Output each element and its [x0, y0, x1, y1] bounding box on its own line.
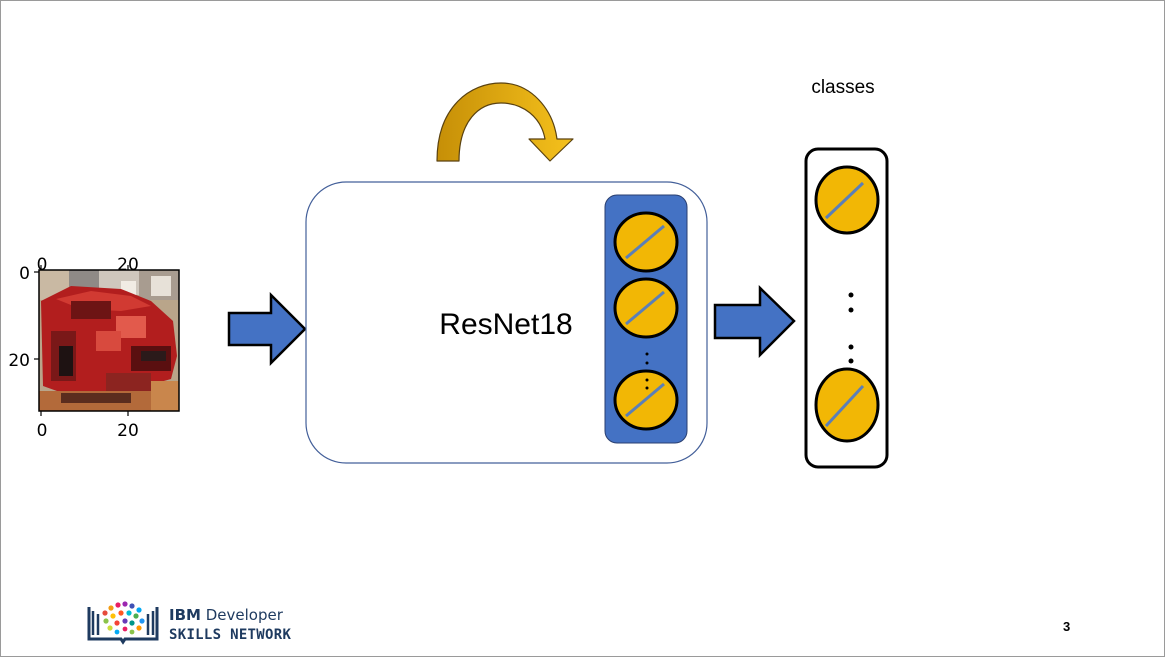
arrow-to-classes — [713, 285, 796, 359]
class-neuron-icon — [814, 165, 880, 235]
class-neurons — [814, 165, 880, 443]
neuron-icon — [613, 369, 679, 431]
x-tick-bottom-0: 0 — [37, 421, 48, 441]
curved-arrow-icon — [436, 82, 574, 162]
class-neuron-icon — [814, 367, 880, 443]
classes-title: classes — [811, 77, 875, 98]
logo-text-line2: SKILLS NETWORK — [169, 627, 292, 643]
ellipsis-dots — [645, 352, 649, 365]
arrow-to-model — [227, 291, 307, 367]
ibm-skills-network-logo-icon — [87, 601, 159, 645]
input-image: 0 20 0 20 0 20 — [8, 255, 180, 441]
x-tick-bottom-20: 20 — [117, 421, 139, 441]
neuron-icon — [613, 211, 679, 273]
car-thumbnail — [39, 270, 179, 411]
model-label: ResNet18 — [439, 308, 572, 341]
x-tick-top-20: 20 — [117, 255, 139, 275]
y-tick-0: 0 — [19, 264, 30, 284]
final-layer-neurons — [613, 211, 679, 431]
ellipsis-dots — [848, 292, 854, 364]
x-tick-top-0: 0 — [37, 255, 48, 275]
logo-developer: Developer — [200, 606, 283, 624]
logo-text-line1: IBM Developer — [169, 606, 283, 624]
logo-ibm: IBM — [169, 606, 201, 624]
page-number: 3 — [1063, 619, 1071, 634]
y-tick-20: 20 — [8, 351, 30, 371]
neuron-icon — [613, 277, 679, 339]
